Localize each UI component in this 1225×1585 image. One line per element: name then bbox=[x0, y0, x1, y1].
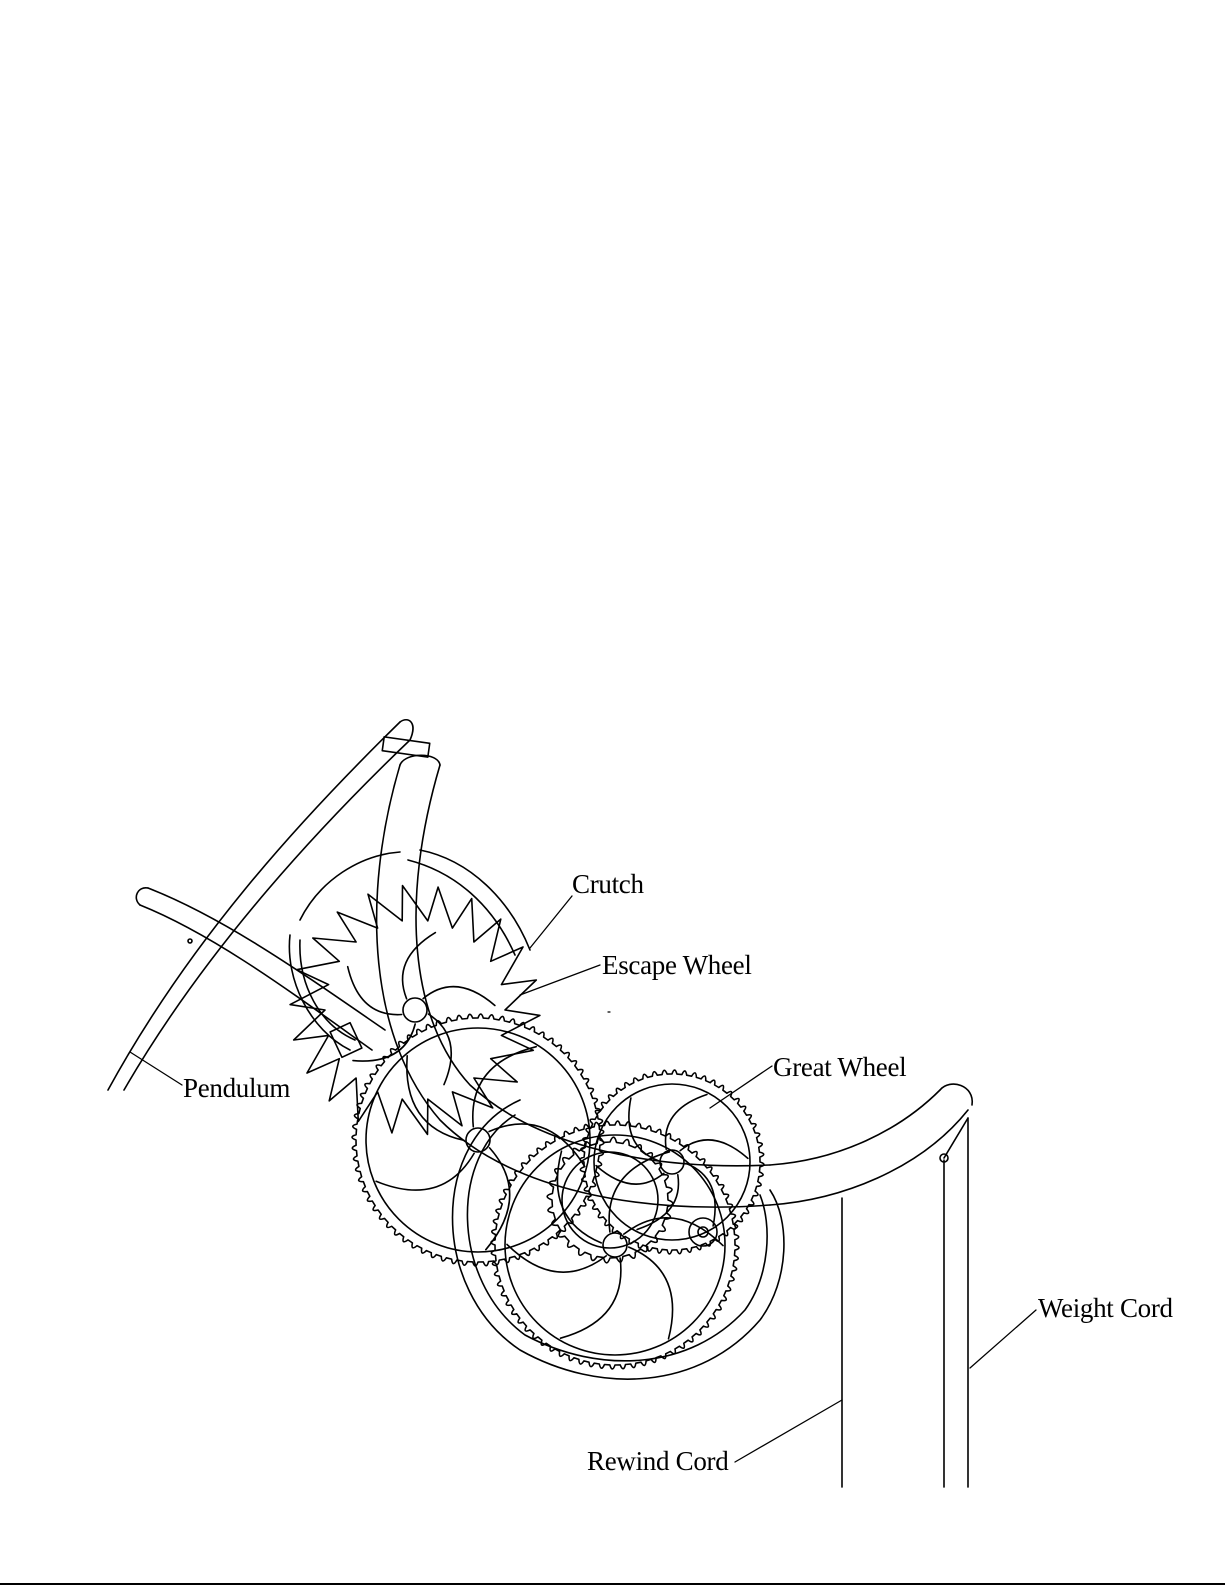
pendulum-leader bbox=[130, 1052, 182, 1085]
label-escape-wheel: Escape Wheel bbox=[602, 952, 752, 979]
rewind-cord-leader bbox=[735, 1400, 842, 1462]
label-rewind-cord: Rewind Cord bbox=[587, 1448, 728, 1475]
escape-wheel bbox=[290, 886, 540, 1135]
label-pendulum: Pendulum bbox=[183, 1075, 290, 1102]
crutch-leader bbox=[530, 896, 572, 948]
weight-cord bbox=[940, 1118, 968, 1487]
right-frame-arm bbox=[770, 1084, 972, 1205]
label-crutch: Crutch bbox=[572, 871, 644, 898]
label-weight-cord: Weight Cord bbox=[1038, 1295, 1173, 1322]
weight-cord-leader bbox=[970, 1310, 1036, 1368]
crutch-arm bbox=[136, 888, 385, 1058]
pendulum-rod bbox=[108, 720, 413, 1090]
label-great-wheel: Great Wheel bbox=[773, 1054, 906, 1081]
connector-block bbox=[382, 737, 430, 757]
